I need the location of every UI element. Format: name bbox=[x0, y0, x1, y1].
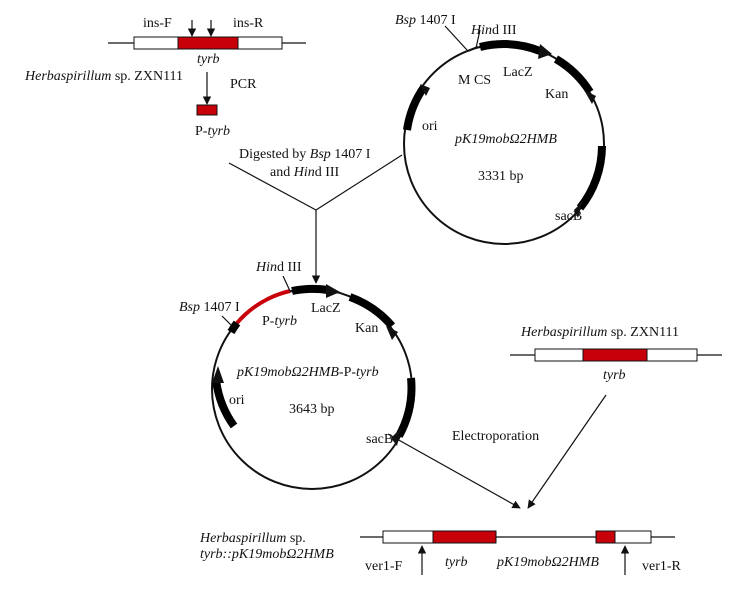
recombinant-lacz-gene bbox=[291, 284, 329, 295]
vector-plasmid: Bsp 1407 I Hind III M CS LacZ Kan ori pK… bbox=[395, 13, 606, 245]
recombinant-hind-leader bbox=[282, 275, 291, 292]
final-flank-right bbox=[614, 530, 652, 544]
top-tyrb-gene bbox=[177, 36, 239, 50]
recombinant-sacb-label: sacB bbox=[366, 432, 393, 447]
recombinant-hind-label: Hind III bbox=[255, 260, 302, 275]
recombinant-bsp-label: Bsp 1407 I bbox=[179, 300, 240, 315]
vector-size-label: 3331 bp bbox=[478, 169, 524, 184]
right-flank-left bbox=[534, 348, 584, 362]
final-tyrb-gene bbox=[432, 530, 497, 544]
electroporation-arrows: Electroporation bbox=[387, 394, 607, 509]
final-tyrb-label: tyrb bbox=[445, 555, 468, 570]
recombinant-ori-label: ori bbox=[229, 393, 245, 408]
vector-sacb-gene bbox=[576, 145, 606, 211]
funnel-right-line bbox=[315, 154, 403, 211]
pcr-product-box bbox=[196, 104, 218, 116]
pcr-label: PCR bbox=[230, 77, 257, 92]
final-locus-map: Herbaspirillum sp. tyrb::pK19mobΩ2HMB ve… bbox=[199, 530, 682, 575]
recombinant-bsp-leader bbox=[221, 315, 233, 327]
final-organism-label: Herbaspirillum sp. bbox=[199, 531, 306, 546]
ins-f-label: ins-F bbox=[143, 16, 172, 31]
vector-name-label: pK19mobΩ2HMB bbox=[454, 132, 557, 147]
recombinant-tyrb-insert bbox=[235, 289, 291, 325]
recombinant-bsp-block bbox=[227, 320, 241, 335]
vector-kan-label: Kan bbox=[545, 87, 568, 102]
vector-ori-label: ori bbox=[422, 119, 438, 134]
right-gene-map: Herbaspirillum sp. ZXN111 tyrb bbox=[510, 325, 722, 383]
funnel-left-line bbox=[228, 162, 317, 211]
recombinant-name-label: pK19mobΩ2HMB-P-tyrb bbox=[236, 365, 379, 380]
vector-mcs-marker bbox=[467, 46, 479, 52]
vector-bsp-label: Bsp 1407 I bbox=[395, 13, 456, 28]
vector-bsp-leader bbox=[444, 25, 468, 51]
digest-funnel: Digested by Bsp 1407 I and Hind III bbox=[228, 147, 403, 284]
ins-r-label: ins-R bbox=[233, 16, 264, 31]
recombinant-kan-arrowhead bbox=[386, 326, 398, 340]
digest-line-2: and Hind III bbox=[270, 165, 340, 180]
recombinant-lacz-label: LacZ bbox=[311, 301, 341, 316]
vector-kan-gene bbox=[553, 55, 594, 95]
recombinant-sacb-gene bbox=[395, 377, 416, 438]
recombinant-kan-label: Kan bbox=[355, 321, 378, 336]
vector-lacz-label: LacZ bbox=[503, 65, 533, 80]
recombinant-sacb-arrowhead bbox=[391, 428, 401, 446]
vector-hind-leader bbox=[475, 29, 481, 49]
top-gene-map: ins-F ins-R tyrb Herbaspirillum sp. ZXN1… bbox=[24, 16, 306, 139]
final-vector-label: pK19mobΩ2HMB bbox=[496, 555, 599, 570]
vector-sacb-label: sacB bbox=[555, 209, 582, 224]
right-tyrb-gene bbox=[582, 348, 648, 362]
recombinant-kan-gene bbox=[348, 293, 396, 329]
recombinant-ori-arrowhead bbox=[212, 366, 224, 383]
recombinant-insert-label: P-tyrb bbox=[262, 314, 297, 329]
top-organism-label: Herbaspirillum sp. ZXN111 bbox=[24, 69, 183, 84]
top-flank-left bbox=[133, 36, 179, 50]
digest-line-1: Digested by Bsp 1407 I bbox=[239, 147, 371, 162]
vector-mcs-label: M CS bbox=[458, 73, 491, 88]
top-flank-right bbox=[237, 36, 283, 50]
vector-lacz-arrowhead bbox=[538, 44, 552, 59]
vector-hind-label: Hind III bbox=[470, 23, 517, 38]
pcr-product-label: P-tyrb bbox=[195, 124, 230, 139]
vector-lacz-gene bbox=[503, 40, 542, 55]
final-flank-left bbox=[382, 530, 434, 544]
electroporation-arrow-right bbox=[527, 394, 607, 509]
electroporation-label: Electroporation bbox=[452, 429, 539, 444]
right-tyrb-label: tyrb bbox=[603, 368, 626, 383]
recombinant-size-label: 3643 bp bbox=[289, 402, 335, 417]
right-flank-right bbox=[646, 348, 698, 362]
recombinant-lacz-arrowhead bbox=[326, 284, 340, 298]
top-tyrb-label: tyrb bbox=[197, 52, 220, 67]
recombinant-plasmid: Hind III Bsp 1407 I P-tyrb LacZ Kan ori … bbox=[179, 260, 416, 490]
electroporation-arrow-left bbox=[387, 433, 521, 509]
vector-kan-arrowhead bbox=[584, 90, 596, 104]
vector-ori-arrowhead bbox=[420, 84, 430, 96]
ver1-r-label: ver1-R bbox=[642, 559, 682, 574]
right-organism-label: Herbaspirillum sp. ZXN111 bbox=[520, 325, 679, 340]
final-tyrb-partial bbox=[595, 530, 616, 544]
vector-mcs-left-block bbox=[479, 40, 505, 51]
ver1-f-label: ver1-F bbox=[365, 559, 403, 574]
vector-sacb-arrowhead bbox=[574, 202, 582, 218]
final-genotype-label: tyrb::pK19mobΩ2HMB bbox=[200, 547, 334, 562]
vector-ori-block bbox=[403, 84, 428, 131]
